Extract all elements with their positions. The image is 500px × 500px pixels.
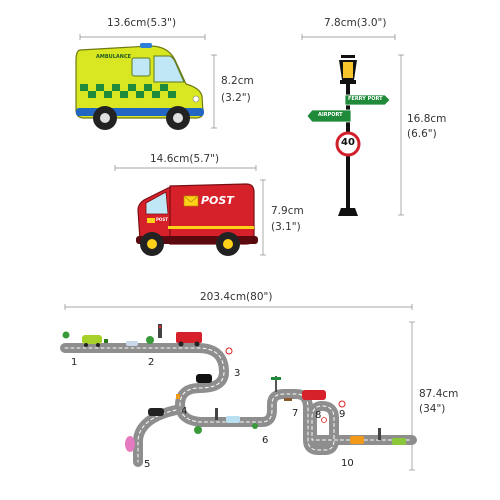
road-marker-10: 10 xyxy=(341,458,354,469)
road-marker-3: 3 xyxy=(234,368,241,379)
road-marker-6: 6 xyxy=(262,435,269,446)
road-marker-5: 5 xyxy=(144,459,151,470)
sign-airport: AIRPORT xyxy=(318,112,343,118)
road-marker-8: 8 xyxy=(315,410,322,421)
postvan-small-label: POST xyxy=(156,217,168,222)
postvan-width-label: 14.6cm(5.7") xyxy=(150,153,220,165)
road-height-cm: 87.4cm xyxy=(419,388,459,400)
sign-ferry-port: FERRY PORT xyxy=(348,96,383,102)
postvan-body-label: POST xyxy=(201,194,234,207)
road-marker-9: 9 xyxy=(339,409,346,420)
ambulance-height-in: (3.2") xyxy=(221,92,251,104)
road-height-in: (34") xyxy=(419,403,446,415)
lamppost-width-label: 7.8cm(3.0") xyxy=(324,17,387,29)
lamppost-height-in: (6.6") xyxy=(407,128,437,140)
road-marker-7: 7 xyxy=(292,408,299,419)
postvan-height-in: (3.1") xyxy=(271,221,301,233)
speed-limit-value: 40 xyxy=(341,137,355,148)
postvan-height-cm: 7.9cm xyxy=(271,205,304,217)
ambulance-width-label: 13.6cm(5.3") xyxy=(107,17,177,29)
road-marker-4: 4 xyxy=(181,406,188,417)
road-width-label: 203.4cm(80") xyxy=(200,291,273,303)
ambulance-body-label: AMBULANCE xyxy=(96,54,132,60)
road-marker-2: 2 xyxy=(148,357,155,368)
lamppost-height-cm: 16.8cm xyxy=(407,113,447,125)
road-marker-1: 1 xyxy=(71,357,78,368)
ambulance-height-cm: 8.2cm xyxy=(221,75,254,87)
